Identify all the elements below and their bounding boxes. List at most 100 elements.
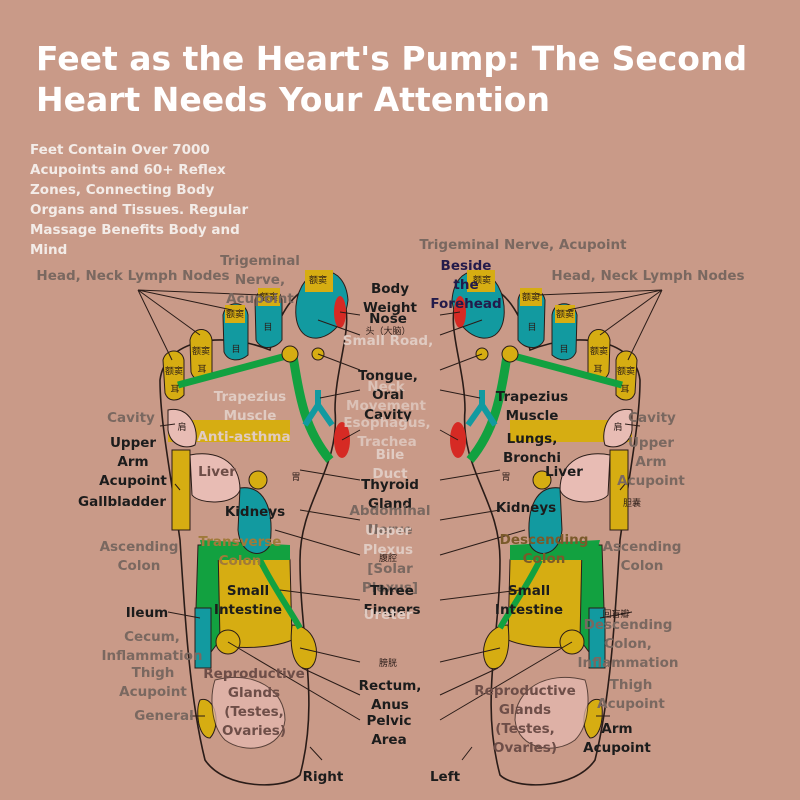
arm-acupoint-label: Arm Acupoint xyxy=(583,721,651,756)
repro-label-left: Reproductive Glands (Testes, Ovaries) xyxy=(203,666,305,739)
left-toe4-glyph: 额窦 xyxy=(590,345,608,357)
left-throat-point xyxy=(501,345,519,363)
upper-arm-label-left: Upper Arm Acupoint xyxy=(99,435,167,489)
gallbladder-glyph: 胆囊 xyxy=(623,497,641,509)
right-shoulder-zone xyxy=(167,408,197,448)
general-label: General xyxy=(134,708,194,724)
right-toe2-glyph: 额窦 xyxy=(260,291,278,303)
left-trapezius-band xyxy=(510,420,632,442)
cecum-label: Cecum, Inflammation xyxy=(101,629,203,664)
ureter-label: Ureter xyxy=(363,607,413,623)
thigh-label-left: Thigh Acupoint xyxy=(119,665,187,700)
right-bronchi xyxy=(302,390,335,427)
left-repro-zone xyxy=(514,676,589,749)
solar-plexus-label: [Solar Plexus] xyxy=(361,561,419,596)
trapezius-label-right: Trapezius Muscle xyxy=(495,389,569,424)
right-ear-glyph: 耳 xyxy=(197,364,206,375)
left-neck-ureter xyxy=(466,349,513,463)
left-ureter-line xyxy=(497,558,543,630)
body-weight-label: Body Weight xyxy=(363,281,417,316)
ileum-glyph: 回盲瓣 xyxy=(602,608,629,620)
right-kidney xyxy=(237,487,272,554)
left-adrenal xyxy=(532,470,552,490)
left-shoulder-glyph: 肩 xyxy=(613,421,622,433)
neck-movement-label: Neck Movement xyxy=(346,379,426,414)
right-ear2-glyph: 耳 xyxy=(170,384,179,395)
plexus-glyph: 腹腔 xyxy=(379,552,397,564)
right-neck-ureter xyxy=(287,349,334,463)
left-shoulder-zone xyxy=(603,408,633,448)
small-intestine-label-right: Small Intestine xyxy=(494,583,564,618)
gallbladder-label: Gallbladder xyxy=(78,494,166,510)
left-toe3-glyph: 额窦 xyxy=(556,308,574,320)
upper-arm-label-right: Upper Arm Acupoint xyxy=(617,435,685,489)
right-bladder xyxy=(290,624,317,670)
transverse-colon-label: Transverse Colon xyxy=(198,534,282,569)
liver-label-right: Liver xyxy=(545,464,583,480)
left-toe-nasal-glyph: 额窦 xyxy=(473,274,491,286)
left-bronchi xyxy=(465,390,498,427)
right-eye-glyph: 目 xyxy=(263,322,272,333)
right-outer-strip xyxy=(171,449,191,531)
right-stomach-glyph: 胃 xyxy=(291,472,300,483)
left-bladder xyxy=(483,624,510,670)
ileum-label: Ileum xyxy=(125,605,169,621)
left-foot-zones xyxy=(450,270,638,749)
left-eye-glyph: 目 xyxy=(527,322,536,333)
right-big-toe-pad xyxy=(305,270,333,292)
trapezius-label-left: Trapezius Muscle xyxy=(213,389,287,424)
left-foot-label: Left xyxy=(429,769,461,785)
page-title: Feet as the Heart's Pump: The Second Hea… xyxy=(36,39,748,119)
anti-asthma-label: Anti-asthma xyxy=(197,429,291,445)
nose-label: Nose xyxy=(369,311,407,327)
left-heel-point xyxy=(583,699,603,739)
ascending-colon-label-left: Ascending Colon xyxy=(99,539,179,574)
right-toe5-glyph: 额窦 xyxy=(165,365,183,377)
right-foot-outline xyxy=(159,284,348,786)
right-toe4-glyph: 额窦 xyxy=(192,345,210,357)
three-fingers-label: Three Fingers xyxy=(363,583,421,618)
thigh-label-right: Thigh Acupoint xyxy=(597,677,665,712)
right-cecum-strip xyxy=(194,607,212,669)
left-kidney xyxy=(528,487,563,554)
esophagus-label: Esophagus, Trachea xyxy=(343,415,431,450)
left-foot-outline xyxy=(452,284,641,786)
trigeminal-label-right: Trigeminal Nerve, Acupoint xyxy=(419,237,627,253)
abdominal-label: Abdominal Nerve xyxy=(349,503,431,538)
descending-colon-top-label: Descending Colon xyxy=(499,532,589,567)
right-toe3-glyph: 额窦 xyxy=(226,308,244,320)
left-eye2-glyph: 目 xyxy=(559,344,568,355)
beside-forehead-label: Beside the Forehead xyxy=(430,258,502,312)
right-trapezius-band xyxy=(168,420,290,442)
cavity-label-right: Cavity xyxy=(628,410,676,426)
right-ureter-line xyxy=(257,558,303,630)
right-shoulder-glyph: 肩 xyxy=(177,421,186,433)
head-neck-label-right: Head, Neck Lymph Nodes xyxy=(551,268,745,284)
left-toe5-glyph: 额窦 xyxy=(617,365,635,377)
cavity-mid-label: Cavity xyxy=(364,407,412,423)
right-heel-point xyxy=(197,699,217,739)
leader-lines xyxy=(137,289,663,761)
thyroid-label: Thyroid Gland xyxy=(361,477,419,512)
page-subtitle: Feet Contain Over 7000 Acupoints and 60+… xyxy=(30,142,249,258)
liver-label-left: Liver xyxy=(198,464,236,480)
bladder-glyph: 膀胱 xyxy=(379,657,397,669)
right-ear-zone xyxy=(177,351,291,389)
left-ear2-glyph: 耳 xyxy=(620,384,629,395)
repro-label-right: Reproductive Glands (Testes, Ovaries) xyxy=(474,683,576,756)
descending-colon-right-label: Descending Colon, Inflammation xyxy=(577,617,679,671)
right-foot-zones xyxy=(162,270,350,749)
left-ear-glyph: 耳 xyxy=(593,364,602,375)
trigeminal-label-left: Trigeminal Nerve, Acupoint xyxy=(220,253,300,307)
pelvic-label: Pelvic Area xyxy=(366,713,412,748)
left-outer-strip xyxy=(609,449,629,531)
head-glyph: 头（大脑） xyxy=(365,325,410,337)
rectum-label: Rectum, Anus xyxy=(358,678,422,713)
left-toe2-pad xyxy=(520,288,542,306)
right-adrenal xyxy=(248,470,268,490)
bile-duct-label: Bile Duct xyxy=(372,447,408,482)
cavity-label-left: Cavity xyxy=(107,410,155,426)
ascending-colon-label-right: Ascending Colon xyxy=(602,539,682,574)
left-toe2-glyph: 额窦 xyxy=(522,291,540,303)
